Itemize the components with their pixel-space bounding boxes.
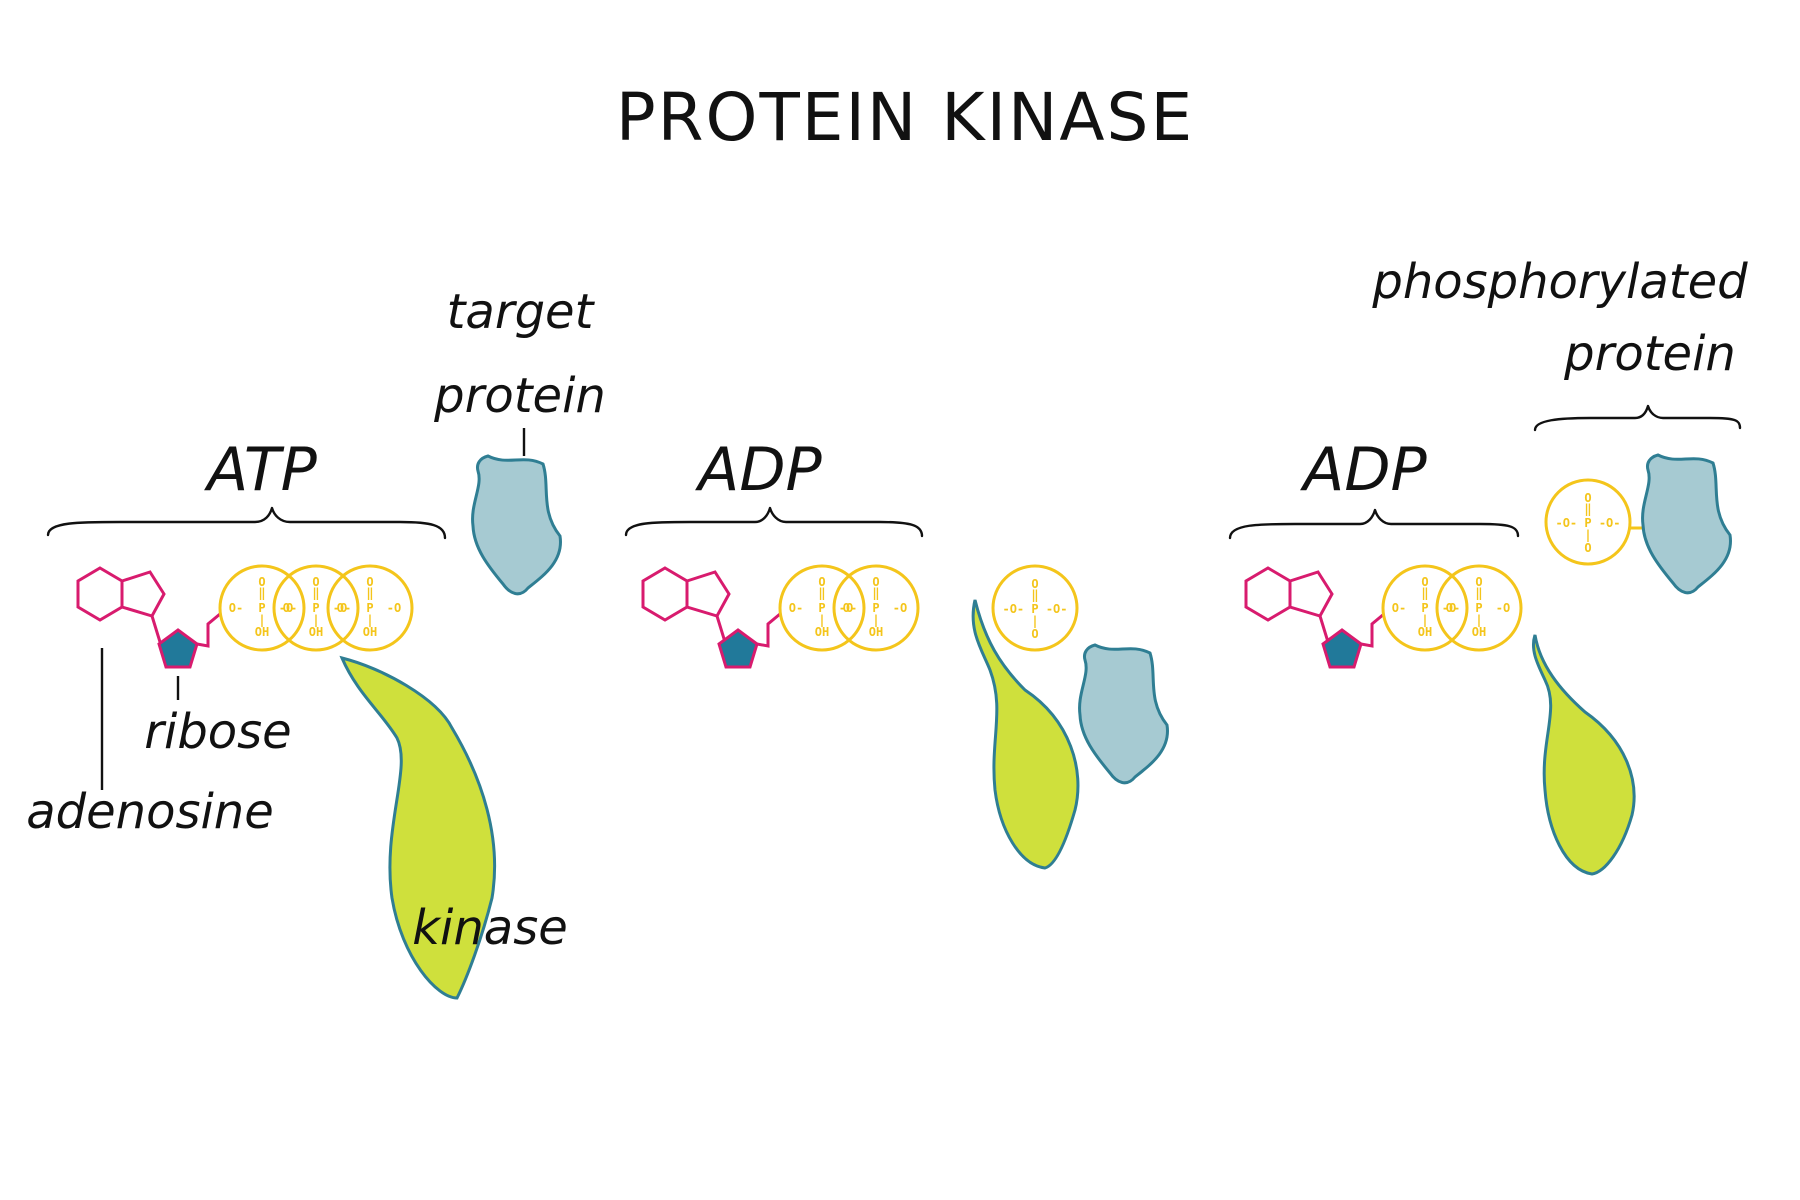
atp-panel: ATP ribose adenosine target protein kina… (26, 284, 606, 1000)
phosphate-group-icon (326, 564, 414, 652)
adp-label-1: ADP (694, 435, 822, 505)
ribose-label: ribose (144, 704, 291, 760)
kinase-label: kinase (412, 900, 568, 956)
target-protein-label-line1: target (447, 284, 596, 340)
atp-phosphate-chain (218, 564, 414, 652)
ribose-icon (717, 612, 782, 669)
adp-brace-2 (1228, 508, 1520, 540)
atp-label: ATP (203, 435, 317, 505)
phosphorylated-protein-icon (1641, 453, 1732, 595)
kinase-icon (1531, 634, 1636, 876)
adenosine-icon (641, 566, 741, 652)
adp-panel-1: ADP (624, 435, 1169, 870)
target-protein-icon (471, 454, 562, 596)
adenosine-label: adenosine (26, 784, 274, 840)
free-phosphate-icon (991, 564, 1079, 652)
adp-brace-1 (624, 506, 924, 538)
adp-phosphate-chain-1 (778, 564, 920, 652)
phosphate-group-icon (1435, 564, 1523, 652)
adenosine-icon (1244, 566, 1344, 652)
adenosine-icon (76, 566, 176, 652)
phosphate-group-icon (832, 564, 920, 652)
target-protein-label-line2: protein (433, 368, 606, 424)
adp-label-2: ADP (1299, 435, 1427, 505)
ribose-icon (1321, 612, 1386, 669)
atp-brace (46, 506, 447, 540)
adp-panel-2: ADP phosphorylated protein (1228, 254, 1748, 876)
phosphorylated-protein-label-line1: phosphorylated (1371, 254, 1748, 310)
adp-phosphate-chain-2 (1381, 564, 1523, 652)
attached-phosphate-icon (1544, 478, 1632, 566)
ribose-icon (157, 612, 222, 669)
target-protein-icon (1078, 643, 1169, 785)
phosphorylated-protein-label-line2: protein (1563, 326, 1736, 382)
page-title: PROTEIN KINASE (616, 79, 1194, 156)
phosphorylated-protein-brace (1533, 404, 1742, 432)
kinase-icon (971, 599, 1080, 870)
